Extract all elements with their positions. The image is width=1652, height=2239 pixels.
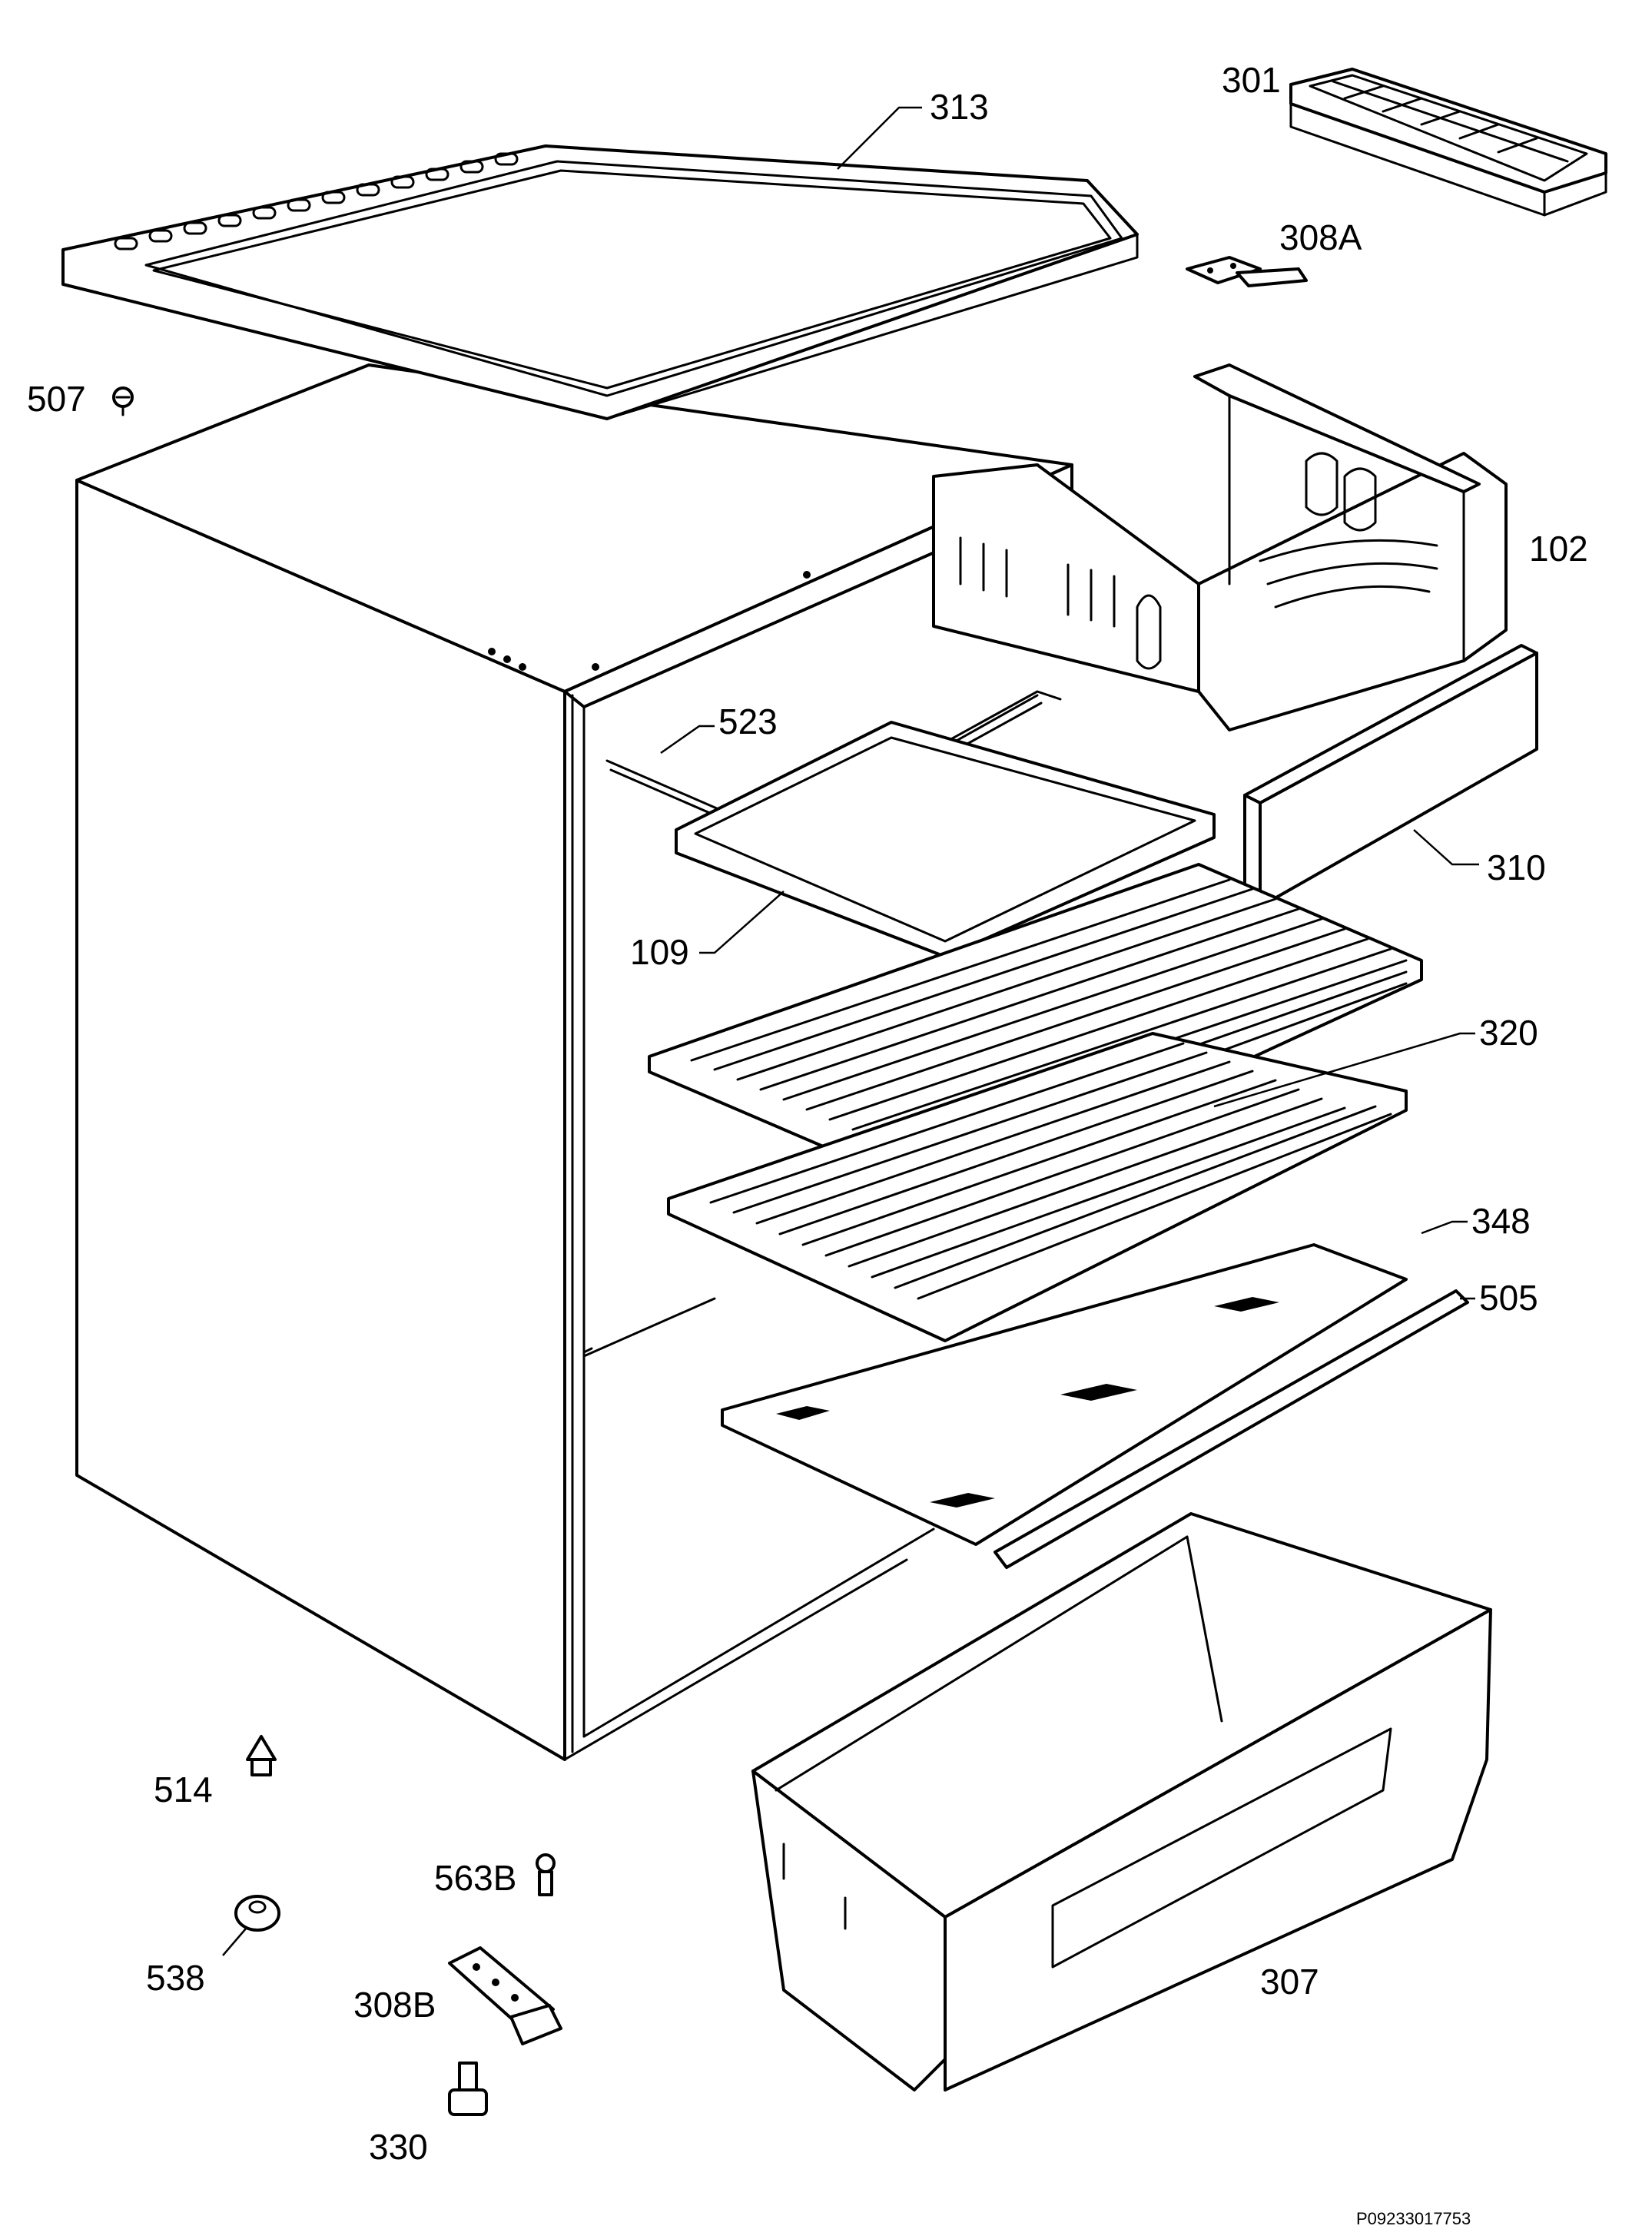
foot-adjuster-330[interactable] [448,2062,488,2116]
callout-523: 523 [718,702,778,741]
callout-507: 507 [27,379,86,419]
leader-538 [222,1928,247,1956]
wire-shelf-320-upper[interactable] [648,863,1423,1200]
top-cover-313[interactable] [61,144,1139,420]
callout-310: 310 [1487,848,1546,887]
spacer-538[interactable] [234,1895,280,1932]
crisper-drawer-307[interactable] [751,1512,1492,2091]
drawing-id: P09233017753 [1356,2209,1471,2228]
callout-538: 538 [146,1958,205,1998]
callout-308a: 308A [1279,217,1362,257]
glass-shelf-348[interactable] [721,1243,1408,1546]
callout-313: 313 [930,87,989,127]
hinge-308a[interactable] [1186,256,1308,287]
leader-320 [1213,1032,1475,1108]
leader-310 [1413,829,1479,866]
hinge-308b[interactable] [448,1946,562,2045]
lower-shelf-wires [709,1042,1392,1300]
leader-313 [837,106,922,170]
callout-320: 320 [1479,1013,1538,1053]
callout-109: 109 [630,932,689,972]
leader-523 [660,725,715,755]
ice-tray-301[interactable] [1289,68,1607,217]
drip-tray-109[interactable] [675,721,1216,958]
leader-348 [1421,1220,1468,1235]
evaporator-102[interactable] [932,363,1508,731]
foot-514[interactable] [246,1735,277,1776]
callout-563b: 563B [434,1858,516,1898]
callout-301: 301 [1222,60,1281,100]
flap-310[interactable] [1243,644,1538,908]
callout-330: 330 [369,2127,428,2167]
screw-507[interactable] [112,386,134,416]
trim-strip-505[interactable] [994,1289,1469,1569]
leader-109 [699,891,785,954]
wire-shelf-320-lower[interactable] [667,1032,1408,1342]
callout-102: 102 [1529,529,1588,569]
callout-348: 348 [1471,1201,1531,1241]
cover-vent-slots [114,152,519,250]
callout-308b: 308B [353,1985,436,2025]
screw-563b[interactable] [536,1853,556,1896]
callout-505: 505 [1479,1278,1538,1318]
callout-307: 307 [1260,1962,1319,2002]
callout-514: 514 [154,1770,213,1809]
